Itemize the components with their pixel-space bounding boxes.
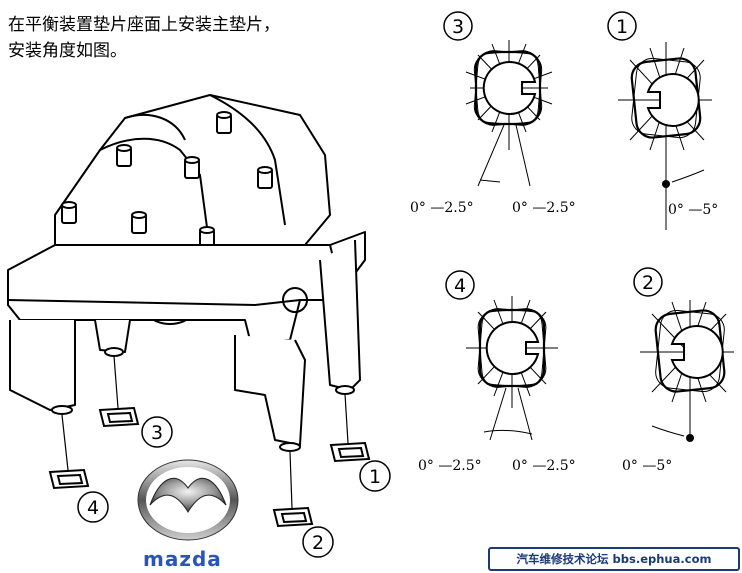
callout-1-left-label: 1 bbox=[369, 466, 381, 488]
forum-watermark: 汽车维修技术论坛 bbs.ephua.com bbox=[488, 547, 740, 571]
shim-diagram-2: 2 0° —5° bbox=[622, 267, 734, 474]
shim-pads bbox=[48, 406, 371, 528]
shim-2-angle: 0° —5° bbox=[622, 458, 672, 474]
shim-3-right-angle: 0° —2.5° bbox=[512, 200, 576, 216]
shim-3-label: 3 bbox=[452, 16, 464, 38]
shim-4-right-angle: 0° —2.5° bbox=[512, 458, 576, 474]
instruction-line-2: 安装角度如图。 bbox=[8, 41, 127, 61]
callout-4-left: 4 bbox=[77, 491, 109, 523]
mazda-logo bbox=[137, 459, 239, 541]
shim-diagram-4: 4 0° —2.5° 0° —2.5° bbox=[418, 270, 576, 474]
shim-4-left-angle: 0° —2.5° bbox=[418, 458, 482, 474]
housing-bolts bbox=[61, 111, 273, 249]
callout-2-left-label: 2 bbox=[312, 532, 324, 554]
callout-3-left-label: 3 bbox=[151, 422, 163, 444]
callout-4-left-label: 4 bbox=[87, 497, 99, 519]
leader-lines bbox=[61, 355, 349, 509]
mazda-wordmark: mazda bbox=[143, 547, 222, 571]
shim-1-angle: 0° —5° bbox=[668, 202, 718, 218]
callout-1-left: 1 bbox=[359, 460, 391, 492]
instruction-line-1: 在平衡装置垫片座面上安装主垫片， bbox=[8, 15, 280, 35]
callout-2-left: 2 bbox=[302, 526, 334, 558]
shim-1-label: 1 bbox=[616, 16, 628, 38]
shim-2-label: 2 bbox=[642, 272, 654, 294]
shim-3-left-angle: 0° —2.5° bbox=[410, 200, 474, 216]
callout-3-left: 3 bbox=[141, 416, 173, 448]
balancer-unit-drawing bbox=[7, 94, 366, 452]
instruction-text: 在平衡装置垫片座面上安装主垫片， 安装角度如图。 bbox=[8, 12, 280, 64]
balancer-legs bbox=[9, 239, 361, 446]
shim-diagram-1: 1 0° —5° bbox=[607, 11, 718, 230]
shim-4-label: 4 bbox=[454, 275, 466, 297]
shim-diagram-3: 3 0° —2.5° 0° —2.5° bbox=[410, 11, 576, 216]
